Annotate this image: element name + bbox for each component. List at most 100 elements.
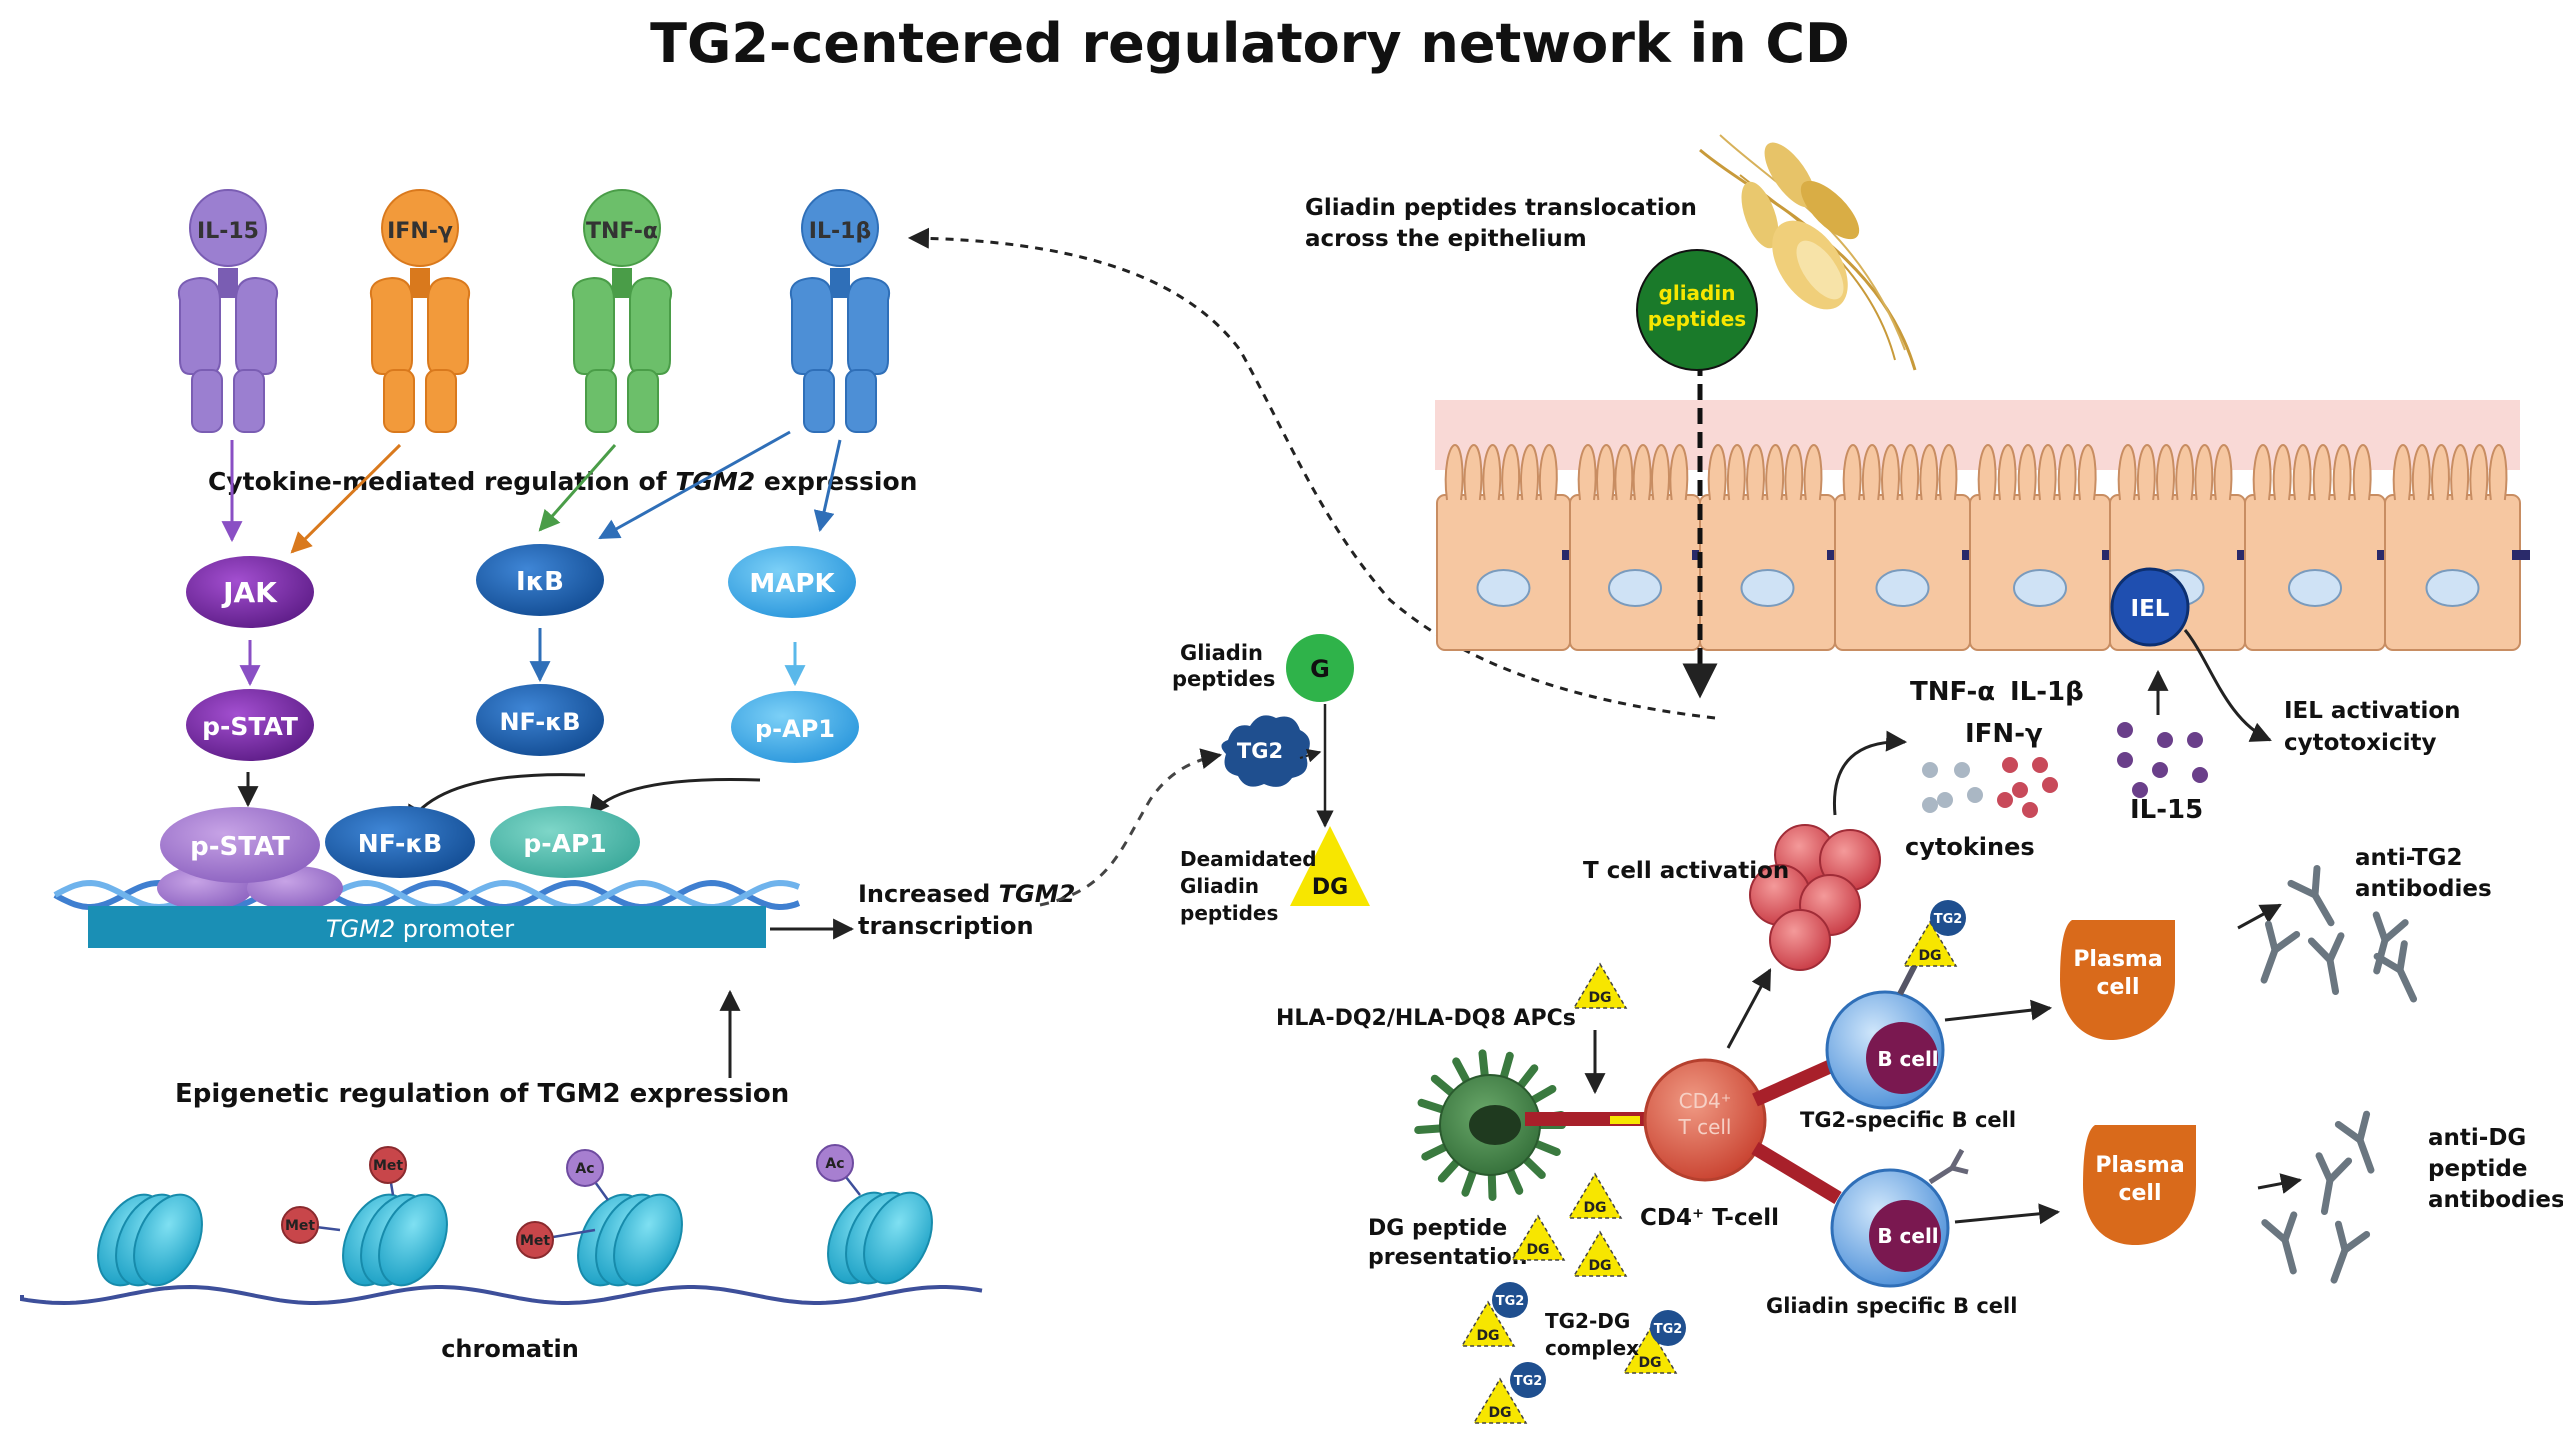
svg-text:Plasma: Plasma [2095,1153,2184,1178]
iel-cell: IEL [2110,567,2190,647]
svg-text:p-STAT: p-STAT [190,832,290,862]
dashed-arrow-feedback [907,227,1716,720]
anti-dg-label: anti-DG peptide antibodies [2428,1125,2563,1213]
nucleosome [577,1193,683,1287]
svg-text:complex: complex [1545,1336,1639,1360]
cytokines-label: cytokines [1905,833,2035,861]
ikb-node: IκB [476,544,604,616]
svg-text:cytotoxicity: cytotoxicity [2284,730,2436,756]
cytokine-receptors: IL-15 IFN-γ TNF-α IL-1β [178,189,890,433]
dg-peptide: DG [1622,1327,1678,1374]
antibody [2260,920,2301,984]
arrow-bcell-plasma-1 [1944,999,2053,1022]
svg-text:Increased TGM2: Increased TGM2 [858,880,1075,908]
pstat-node: p-STAT [186,689,314,761]
acetyl-mark: Ac [816,1144,861,1196]
tg2-blob: TG2 [1650,1310,1686,1346]
svg-text:Met: Met [373,1158,403,1174]
svg-text:TG2: TG2 [1654,1322,1683,1337]
plasma-cell-2: Plasma cell [2083,1125,2196,1245]
svg-text:Gliadin: Gliadin [1180,874,1259,898]
svg-text:IFN-γ: IFN-γ [1965,719,2043,749]
dg-peptide: DG [1472,1377,1528,1424]
svg-text:cell: cell [2096,975,2139,1000]
svg-text:antibodies: antibodies [2355,876,2492,902]
receptor-1: IFN-γ [370,189,470,433]
hla-tcr-connection [1525,1112,1645,1126]
receptor-label: IL-1β [809,219,871,244]
translocation-label: Gliadin peptides translocation across th… [1305,195,1697,252]
antibody [2261,1211,2298,1275]
svg-text:DG: DG [1312,875,1348,900]
svg-text:p-STAT: p-STAT [202,712,298,741]
svg-text:Met: Met [285,1218,315,1234]
iel-activation-label: IEL activation cytotoxicity [2284,698,2461,756]
nfkb-node: NF-κB [476,684,604,756]
svg-text:IκB: IκB [516,567,564,597]
jak-node: JAK [186,556,314,628]
svg-text:TNF-α: TNF-α [1910,677,1995,707]
receptor-2: TNF-α [572,189,672,433]
svg-text:anti-DG: anti-DG [2428,1125,2526,1151]
svg-text:TGM2 promoter: TGM2 promoter [326,915,514,943]
tg2-blob: TG2 [1930,900,1966,936]
tg2-enzyme: TG2 [1221,715,1310,787]
epithelial-cell [2244,443,2395,651]
svg-text:Gliadin peptides translocation: Gliadin peptides translocation [1305,195,1697,221]
svg-text:Ac: Ac [575,1161,594,1177]
gliadin-g-node: G [1286,634,1354,702]
svg-text:DG: DG [1488,1405,1511,1421]
receptor-label: IL-15 [197,219,259,244]
svg-text:Ac: Ac [825,1156,844,1172]
svg-text:Plasma: Plasma [2073,947,2162,972]
svg-text:DG: DG [1476,1328,1499,1344]
dg-peptide: DG [1567,1172,1623,1219]
arrow-plasma-anti-tg2 [2237,903,2282,930]
svg-text:DG: DG [1638,1355,1661,1371]
chromatin-label: chromatin [441,1335,579,1363]
plasma-cell-1: Plasma cell [2060,920,2175,1040]
il15-label: IL-15 [2130,795,2203,825]
svg-text:TG2: TG2 [1496,1294,1525,1309]
svg-text:peptides: peptides [1180,901,1278,925]
nucleosome [342,1193,448,1287]
mapk-node: MAPK [728,546,856,618]
promoter-pap1: p-AP1 [490,806,640,878]
cd4-t-cell-label: CD4⁺ T-cell [1640,1205,1779,1231]
deamidated-label: Deamidated Gliadin peptides [1180,847,1317,925]
svg-text:NF-κB: NF-κB [358,829,442,858]
promoter-pstat: p-STAT [157,807,343,910]
antibodies [2260,864,2418,1284]
arrow-il1b-ikb [598,430,791,540]
arrow-iel-activation [2183,629,2272,742]
dg-peptide: DG [1572,962,1628,1009]
gliadin-peptides-circle: gliadin peptides [1636,249,1758,371]
epigenetic-label: Epigenetic regulation of TGM2 expression [175,1079,789,1109]
svg-text:TG2: TG2 [1514,1374,1543,1389]
cd4-t-cell: CD4⁺ T cell [1643,1058,1767,1182]
svg-text:TG2-DG: TG2-DG [1545,1309,1630,1333]
svg-text:DG peptide: DG peptide [1368,1216,1507,1241]
svg-text:B cell: B cell [1877,1224,1938,1248]
nucleosome [827,1191,933,1285]
svg-text:cell: cell [2118,1181,2161,1206]
activated-t-cells [1749,824,1881,971]
promoter-nfkb: NF-κB [325,806,475,878]
methyl-mark: Met [369,1146,407,1196]
epithelial-cell [1699,443,1845,651]
dg-peptide: DG [1572,1230,1628,1277]
dg-peptide: DG [1902,920,1958,967]
arrow-ifng-jak [290,443,402,554]
cytokine-labels: TNF-α IL-1β IFN-γ [1910,677,2084,749]
antibody [2287,864,2335,927]
arrow-pap1-promoter [588,777,761,817]
anti-tg2-label: anti-TG2 antibodies [2355,845,2492,902]
svg-text:B cell: B cell [1877,1047,1938,1071]
gliadin-peptides-label: Gliadin peptides [1172,641,1275,691]
dg-triangle: DG [1290,826,1370,906]
svg-text:p-AP1: p-AP1 [755,715,835,743]
svg-text:peptide: peptide [2428,1156,2527,1182]
svg-text:NF-κB: NF-κB [499,708,580,736]
acetyl-mark: Ac [566,1149,610,1201]
